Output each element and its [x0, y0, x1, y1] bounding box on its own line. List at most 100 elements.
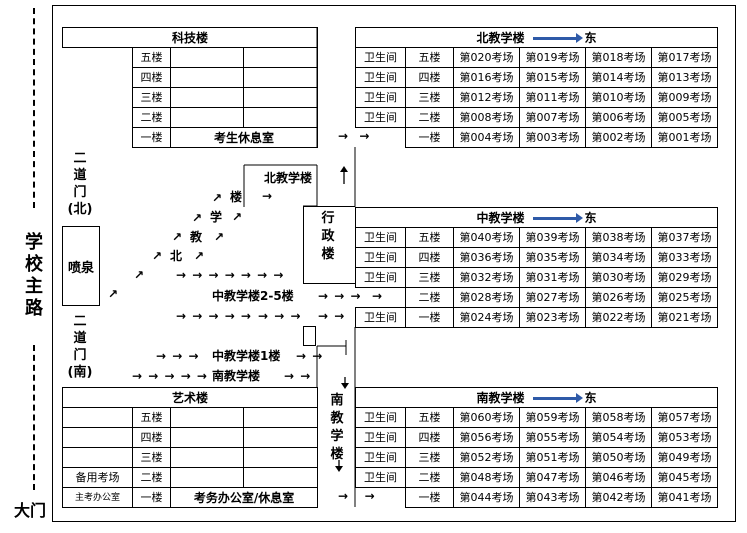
north-building-exam-room: 第013考场: [651, 67, 718, 88]
gate-north-label: 二道 门(北): [67, 151, 93, 217]
south-building-exam-room: 第054考场: [585, 427, 652, 448]
arrows-row-mid1-b: → → →: [258, 309, 302, 323]
north-building-exam-room: 第014考场: [585, 67, 652, 88]
south-building-floor-cell: 五楼: [405, 407, 454, 428]
main-road-label: 学 校 主 路: [25, 232, 43, 319]
north-building-wc-cell: 卫生间: [355, 107, 406, 128]
admin-building-label: 行政楼: [321, 211, 335, 262]
south-building: 南教学楼 东卫生间五楼第060考场第059考场第058考场第057考场卫生间四楼第…: [355, 387, 718, 508]
south-building-exam-room: 第048考场: [453, 467, 520, 488]
arrows-row-south-end: → →: [284, 369, 312, 383]
route-mid25-label: 中教学楼2-5楼: [212, 289, 294, 303]
south-building-vertical-label: 南教 学楼: [330, 393, 344, 462]
mid-building-east-label: 东: [584, 210, 597, 225]
north-building-exam-room: 第018考场: [585, 47, 652, 68]
mid-building-exam-room: 第035考场: [519, 247, 586, 268]
table-row: 卫生间三楼第052考场第051考场第050考场第049考场: [355, 447, 718, 468]
yishu-ground-room: 考务办公室/休息室: [169, 487, 319, 508]
diag-arrow-2: ↗: [134, 268, 146, 282]
mid-building-exam-room: 第038考场: [585, 227, 652, 248]
small-block: [303, 326, 316, 346]
route-mid1-label: 中教学楼1楼: [212, 349, 281, 363]
north-building-exam-room: 第007考场: [519, 107, 586, 128]
mid-building: 中教学楼东卫生间五楼第040考场第039考场第038考场第037考场卫生间四楼第…: [355, 207, 718, 328]
mid-building-exam-room: 第023考场: [519, 307, 586, 328]
south-building-exam-room: 第049考场: [651, 447, 718, 468]
south-building-exam-room: 第059考场: [519, 407, 586, 428]
north-building-exam-room: 第015考场: [519, 67, 586, 88]
table-row: 一楼第044考场第043考场第042考场第041考场: [355, 487, 718, 508]
table-row: 卫生间一楼第024考场第023考场第022考场第021考场: [355, 307, 718, 328]
mid-building-floor-cell: 一楼: [405, 307, 454, 328]
north-building-exam-room: 第003考场: [519, 127, 586, 148]
south-building-exam-room: 第044考场: [453, 487, 520, 508]
arrow-mid25-end: →: [372, 289, 384, 303]
route-diag-north-2: 教: [190, 230, 203, 244]
south-building-east-label: 东: [584, 390, 597, 405]
mid-building-wc-cell: 卫生间: [355, 307, 406, 328]
table-row: 一楼第004考场第003考场第002考场第001考场: [355, 127, 718, 148]
table-row: 卫生间五楼第020考场第019考场第018考场第017考场: [355, 47, 718, 68]
arrows-row-mid1-end: → →: [296, 349, 324, 363]
arrows-row-mid1-c: → →: [318, 309, 346, 323]
south-building-exam-room: 第042考场: [585, 487, 652, 508]
north-building-exam-room: 第017考场: [651, 47, 718, 68]
route-south-label: 南教学楼: [212, 369, 261, 383]
diag-arrow-3: ↗: [152, 249, 164, 263]
south-building-exam-room: 第041考场: [651, 487, 718, 508]
route-diag-north-4: 楼: [230, 190, 243, 204]
north-building-wc-cell: 卫生间: [355, 47, 406, 68]
north-building-exam-room: 第019考场: [519, 47, 586, 68]
arrows-row-mid-top: → → → → → → →: [176, 268, 285, 282]
diag-arrow-6: ↗: [192, 211, 204, 225]
campus-frame: [52, 5, 736, 522]
yishu-building: 艺术楼 五楼 四楼 三楼 备用考场二楼 主考办公室一楼 考务办公室/休息室: [61, 387, 319, 508]
east-arrow-icon: [532, 212, 583, 223]
mid-building-title: 中教学楼: [476, 210, 525, 225]
gate-south-label: 二道 门(南): [67, 314, 93, 380]
mid-building-exam-room: 第021考场: [651, 307, 718, 328]
arrows-row-mid1: → → → → →: [176, 309, 252, 323]
arrows-north-ground: → →: [338, 129, 371, 143]
diag-arrow-4: ↗: [172, 230, 184, 244]
mid-building-title-bar: 中教学楼 东: [355, 207, 718, 228]
north-building: 北教学楼东卫生间五楼第020考场第019考场第018考场第017考场卫生间四楼第…: [355, 27, 718, 148]
mid-building-wc-cell: 卫生间: [355, 267, 406, 288]
south-building-floor-cell: 四楼: [405, 427, 454, 448]
fountain: 喷泉: [62, 226, 100, 306]
main-road-line-top: [33, 8, 35, 208]
table-row: 卫生间四楼第056考场第055考场第054考场第053考场: [355, 427, 718, 448]
diag-arrow-9: ↗: [232, 210, 244, 224]
keji-ground-room: 考生休息室: [169, 127, 319, 148]
table-row: 二楼第028考场第027考场第026考场第025考场: [355, 287, 718, 308]
south-building-title: 南教学楼: [476, 390, 525, 405]
mid-building-exam-room: 第029考场: [651, 267, 718, 288]
east-arrow-icon: [532, 32, 583, 43]
mid-building-wc-cell: 卫生间: [355, 227, 406, 248]
south-building-floor-cell: 一楼: [405, 487, 454, 508]
mid-building-exam-room: 第025考场: [651, 287, 718, 308]
north-building-exam-room: 第008考场: [453, 107, 520, 128]
north-building-floor-cell: 三楼: [405, 87, 454, 108]
table-row: 卫生间五楼第060考场第059考场第058考场第057考场: [355, 407, 718, 428]
south-building-exam-room: 第055考场: [519, 427, 586, 448]
route-diag-north-1: 北: [170, 249, 183, 263]
arrows-row-south: → → → → →: [132, 369, 208, 383]
route-diag-north-3: 学: [210, 210, 223, 224]
mid-building-exam-room: 第028考场: [453, 287, 520, 308]
keji-building: 科技楼 五楼 四楼 三楼 二楼 一楼 考生休息室: [61, 27, 319, 148]
arrows-row-mid25: → → →: [318, 289, 362, 303]
north-building-exam-room: 第004考场: [453, 127, 520, 148]
south-building-exam-room: 第046考场: [585, 467, 652, 488]
admin-building: [303, 206, 355, 284]
north-building-exam-room: 第010考场: [585, 87, 652, 108]
north-building-exam-room: 第011考场: [519, 87, 586, 108]
table-row: 卫生间四楼第036考场第035考场第034考场第033考场: [355, 247, 718, 268]
north-building-title: 北教学楼: [476, 30, 525, 45]
table-row: 卫生间三楼第032考场第031考场第030考场第029考场: [355, 267, 718, 288]
mid-building-exam-room: 第026考场: [585, 287, 652, 308]
north-building-floor-cell: 五楼: [405, 47, 454, 68]
north-building-exam-room: 第001考场: [651, 127, 718, 148]
arrows-south-ground: → →: [338, 489, 376, 503]
north-building-exam-room: 第002考场: [585, 127, 652, 148]
